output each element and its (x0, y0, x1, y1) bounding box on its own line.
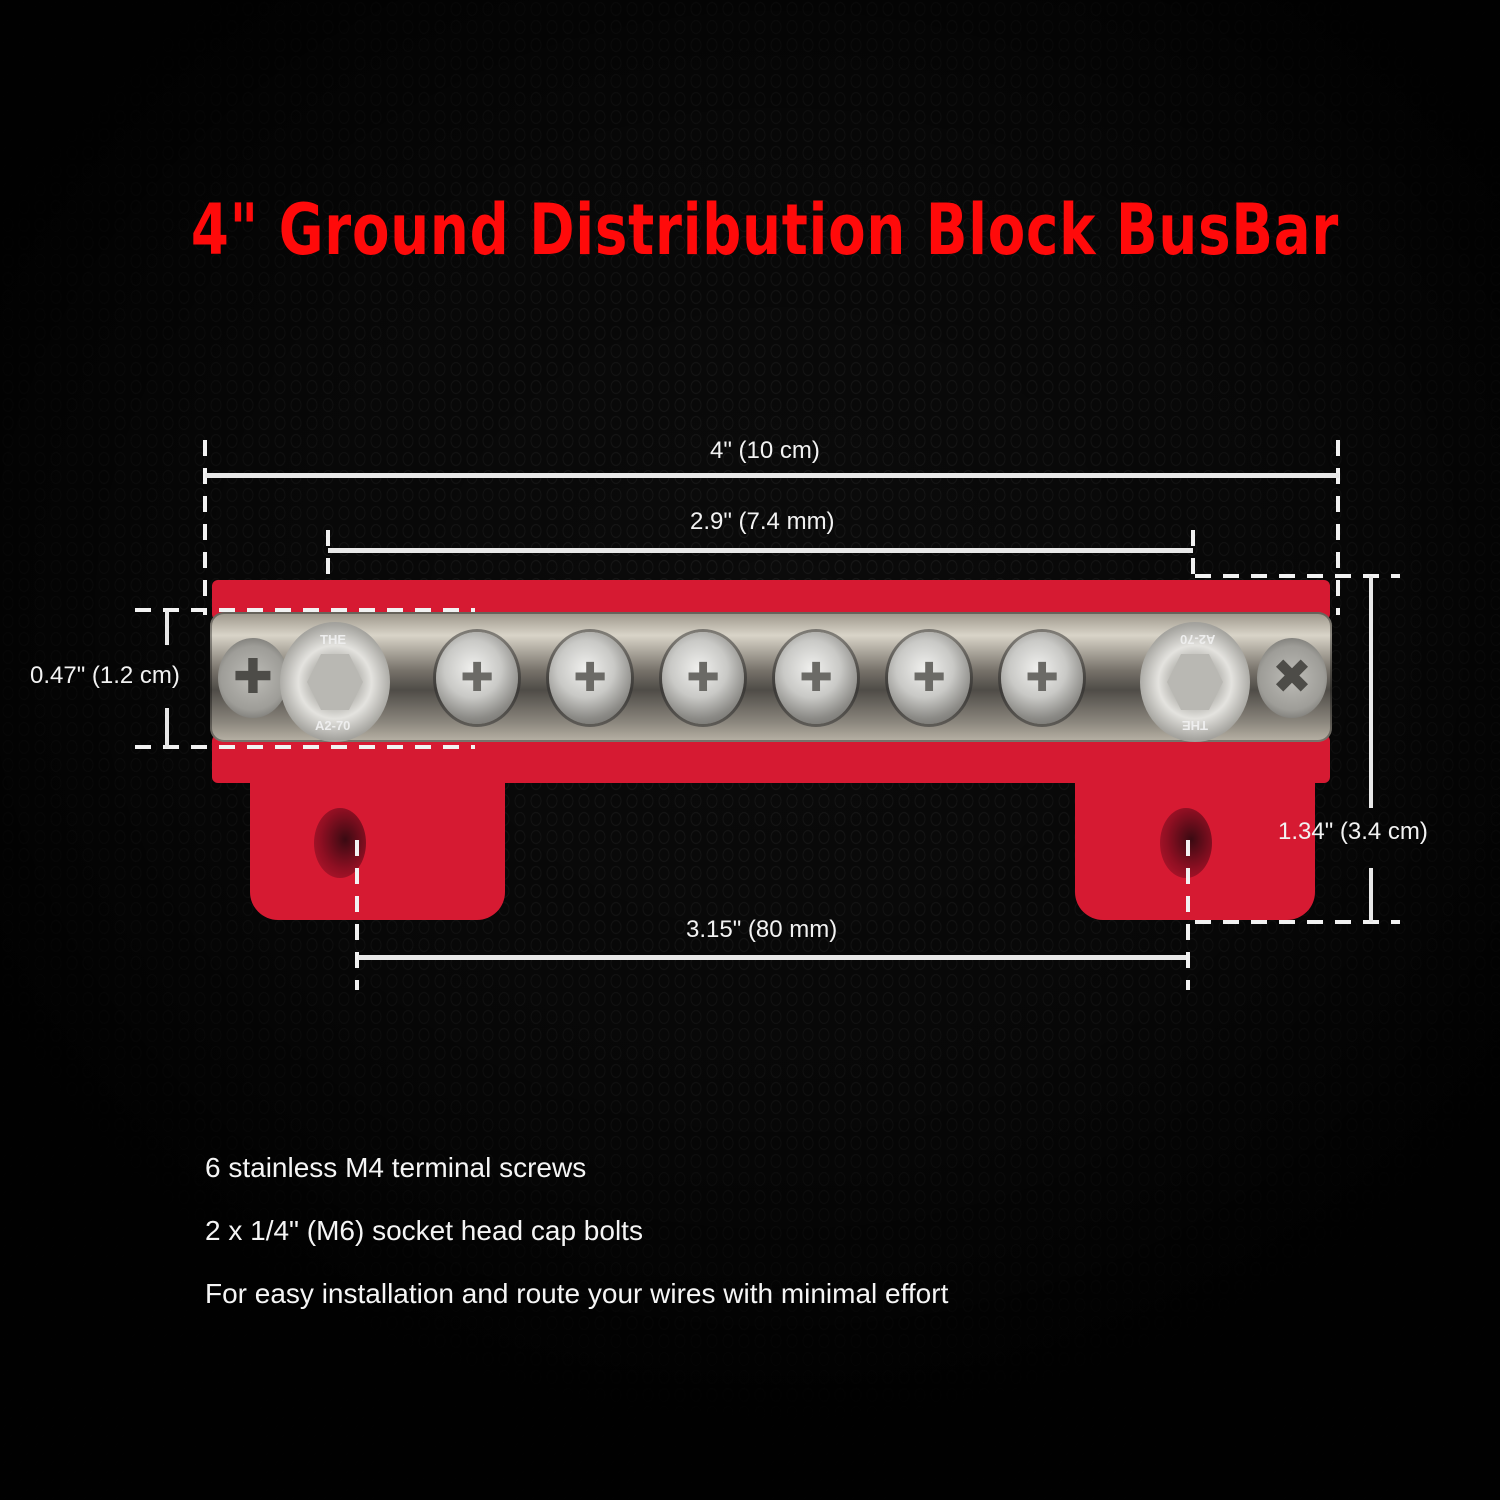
phillips-icon: ✚ (686, 656, 720, 700)
phillips-icon: ✚ (912, 656, 946, 700)
phillips-icon: ✚ (799, 656, 833, 700)
end-screw-right: ✖ (1257, 638, 1327, 718)
page-title: 4" Ground Distribution Block BusBar (190, 189, 1340, 271)
mounting-foot-left (250, 770, 505, 920)
phillips-icon: ✚ (1025, 656, 1059, 700)
phillips-icon: ✚ (460, 656, 494, 700)
hole-spacing-label: 3.15" (80 mm) (686, 916, 838, 943)
terminal-screw-1: ✚ (436, 632, 518, 724)
stud-extension-left (326, 530, 330, 620)
stud-bolt-right: A2-70 THE (1140, 622, 1250, 742)
terminal-screw-3: ✚ (662, 632, 744, 724)
overall-length-line (205, 473, 1339, 478)
total-height-bottom-line (1195, 920, 1400, 924)
stud-spacing-label: 2.9" (7.4 mm) (690, 508, 835, 535)
total-height-top-line (1195, 574, 1400, 578)
hex-socket-icon (1167, 654, 1223, 710)
bolt-marking-bottom: A2-70 (315, 718, 351, 733)
stud-spacing-line (328, 548, 1193, 553)
terminal-screw-5: ✚ (888, 632, 970, 724)
terminal-screw-2: ✚ (549, 632, 631, 724)
feature-item: For easy installation and route your wir… (205, 1278, 949, 1309)
bolt-marking-top: THE (320, 632, 346, 647)
bar-height-bottom-line (135, 745, 475, 749)
hole-extension-left (355, 840, 359, 990)
stud-extension-right (1191, 530, 1195, 620)
overall-length-label: 4" (10 cm) (710, 437, 820, 464)
bar-height-top-line (135, 608, 475, 612)
bar-height-bracket-bottom (165, 708, 169, 748)
hex-socket-icon (307, 654, 363, 710)
terminal-screw-4: ✚ (775, 632, 857, 724)
total-height-line-lower (1369, 868, 1373, 922)
total-height-label: 1.34" (3.4 cm) (1278, 818, 1428, 845)
phillips-icon: ✚ (232, 651, 274, 704)
extension-line-right (1336, 440, 1340, 615)
total-height-line-upper (1369, 576, 1373, 808)
phillips-icon: ✚ (573, 656, 607, 700)
feature-item: 2 x 1/4" (M6) socket head cap bolts (205, 1215, 643, 1246)
bar-height-bracket-top (165, 610, 169, 645)
extension-line-left (203, 440, 207, 615)
bolt-marking-top: A2-70 (1180, 632, 1216, 647)
hole-spacing-line (358, 955, 1186, 960)
terminal-screw-6: ✚ (1001, 632, 1083, 724)
phillips-icon: ✖ (1271, 651, 1313, 704)
housing-gap (505, 785, 1075, 925)
bar-height-label: 0.47" (1.2 cm) (30, 662, 180, 689)
end-screw-left: ✚ (218, 638, 288, 718)
feature-item: 6 stainless M4 terminal screws (205, 1152, 587, 1183)
bolt-marking-bottom: THE (1182, 718, 1208, 733)
hole-extension-right (1186, 840, 1190, 990)
stud-bolt-left: THE A2-70 (280, 622, 390, 742)
